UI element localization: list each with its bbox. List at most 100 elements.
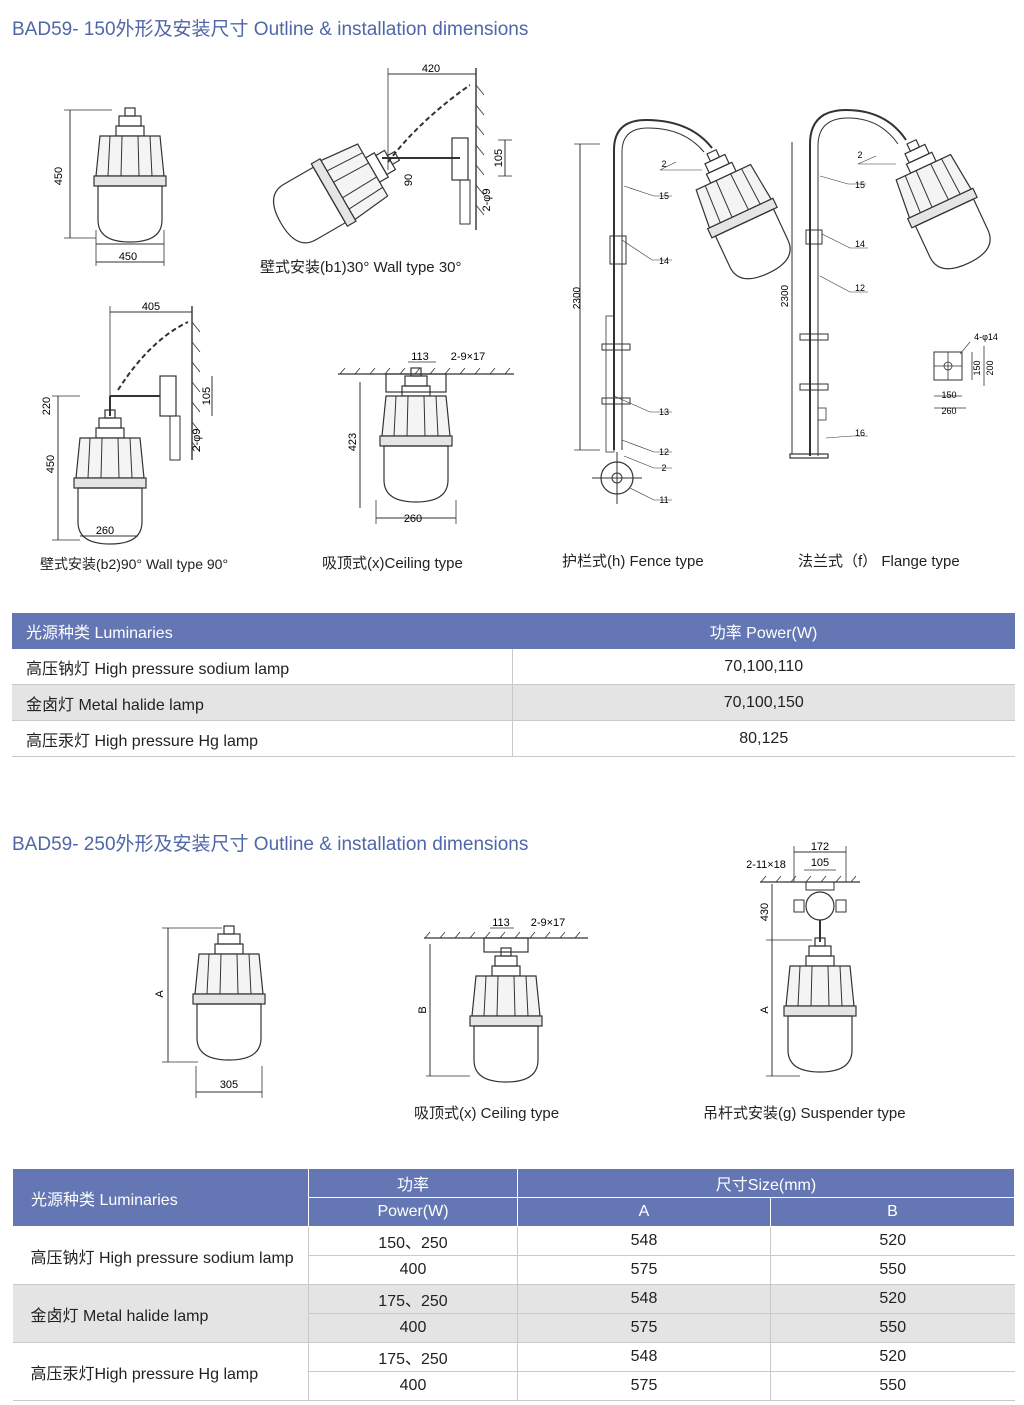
dim-w30-90: 90: [403, 174, 415, 186]
t2-power: 175、250: [308, 1342, 518, 1372]
dim-w90-top: 405: [142, 301, 160, 313]
dim-pend250-305: 305: [220, 1079, 238, 1091]
caption-flange: 法兰式（f） Flange type: [798, 553, 960, 570]
t1-header-lamp: 光源种类 Luminaries: [12, 613, 512, 649]
t2-b: 550: [770, 1371, 1015, 1401]
t2-power: 400: [308, 1255, 518, 1285]
t2-lamp: 高压钠灯 High pressure sodium lamp: [12, 1226, 309, 1285]
fl-part-14: 14: [855, 239, 865, 249]
table-row: 高压钠灯 High pressure sodium lamp 150、250 5…: [12, 1226, 1015, 1285]
t2-header-power-en: Power(W): [308, 1197, 518, 1227]
caption-wall30: 壁式安装(b1)30° Wall type 30°: [260, 259, 462, 276]
dim-ceil250-b: B: [417, 1006, 429, 1013]
dim-fence-2300: 2300: [572, 286, 583, 309]
dim-ceil250-113: 113: [492, 917, 510, 929]
caption-fence: 护栏式(h) Fence type: [562, 553, 704, 570]
fl-260h: 260: [941, 406, 956, 416]
section2-title: BAD59- 250外形及安装尺寸 Outline & installation…: [12, 834, 529, 855]
t2-a: 575: [517, 1255, 771, 1285]
section1-title: BAD59- 150外形及安装尺寸 Outline & installation…: [12, 19, 529, 40]
fl-150v: 150: [972, 360, 982, 375]
t2-header-lamp: 光源种类 Luminaries: [12, 1168, 309, 1227]
dim-w30-105: 105: [493, 149, 505, 167]
t2-b: 550: [770, 1255, 1015, 1285]
t2-a: 575: [517, 1371, 771, 1401]
dim-ceil250-hole: 2-9×17: [531, 917, 566, 929]
dim-sus-430: 430: [759, 903, 771, 921]
t2-a: 548: [517, 1226, 771, 1256]
dim-w90-105: 105: [201, 387, 213, 405]
table-row: 高压汞灯 High pressure Hg lamp 80,125: [12, 720, 1015, 757]
caption-ceiling-250: 吸顶式(x) Ceiling type: [414, 1105, 560, 1122]
section2-drawings: A 305 113 2-9×17 B 172 2-11×18 105: [154, 841, 860, 1098]
fence-part-14: 14: [659, 256, 669, 266]
t2-header-a: A: [517, 1197, 771, 1227]
fl-part-16: 16: [855, 428, 865, 438]
t1-power: 70,100,110: [511, 649, 1015, 685]
t1-power: 80,125: [511, 720, 1015, 757]
suspender-drawing: 172 2-11×18 105 430 A: [746, 841, 860, 1077]
t1-power: 70,100,150: [511, 684, 1015, 721]
ceiling-250-drawing: 113 2-9×17 B: [417, 917, 588, 1083]
fence-part-13: 13: [659, 407, 669, 417]
dim-sus-172: 172: [811, 841, 829, 853]
t2-power: 150、250: [308, 1226, 518, 1256]
fence-part-2: 2: [661, 159, 666, 169]
table-row: 400 575 550: [13, 1371, 1015, 1401]
fence-part-15: 15: [659, 191, 669, 201]
table-250: 光源种类 Luminaries 功率 尺寸Size(mm) Power(W) A…: [12, 1168, 1015, 1401]
caption-wall90: 壁式安装(b2)90° Wall type 90°: [40, 556, 229, 572]
dim-w30-top: 420: [422, 63, 440, 75]
fence-part-12: 12: [659, 447, 669, 457]
t2-b: 550: [770, 1313, 1015, 1343]
t2-power: 175、250: [308, 1284, 518, 1314]
fence-part-2b: 2: [661, 463, 666, 473]
table-150: 光源种类 Luminaries 功率 Power(W) 高压钠灯 High pr…: [12, 613, 1015, 757]
t2-lamp: 高压汞灯High pressure Hg lamp: [12, 1342, 309, 1401]
t2-b: 520: [770, 1342, 1015, 1372]
table-row: 金卤灯 Metal halide lamp 175、250 548 520: [12, 1284, 1015, 1343]
dim-w90-260: 260: [96, 525, 114, 537]
table-row: 高压钠灯 High pressure sodium lamp 70,100,11…: [12, 649, 1015, 685]
section1-drawings: 450 450 420 105 90 2-φ9: [41, 63, 1002, 545]
t2-a: 548: [517, 1342, 771, 1372]
dim-pend-h: 450: [53, 167, 65, 185]
dim-w90-hole: 2-φ9: [191, 428, 203, 451]
dim-ceil-260: 260: [404, 513, 422, 525]
t2-a: 548: [517, 1284, 771, 1314]
table-row: 400 575 550: [13, 1313, 1015, 1343]
dim-w90-450: 450: [45, 455, 57, 473]
dim-pend-w: 450: [119, 251, 137, 263]
t2-header-b: B: [770, 1197, 1015, 1227]
t2-header-power-cn: 功率: [308, 1168, 518, 1198]
fence-drawing: 2300 2 15 14 13 12 2 11: [572, 118, 802, 505]
ceiling-150-drawing: 113 2-9×17 423 260: [338, 351, 514, 525]
fl-hole: 4-φ14: [974, 332, 998, 342]
dim-pend250-a: A: [154, 990, 166, 998]
t2-power: 400: [308, 1371, 518, 1401]
t1-lamp: 高压钠灯 High pressure sodium lamp: [12, 649, 512, 685]
t1-header-power: 功率 Power(W): [512, 613, 1015, 649]
t1-lamp: 金卤灯 Metal halide lamp: [12, 684, 512, 721]
dim-ceil-423: 423: [347, 433, 359, 451]
fl-part-12: 12: [855, 283, 865, 293]
dim-sus-a: A: [759, 1006, 771, 1014]
wall30-drawing: 420 105 90 2-φ9: [262, 63, 512, 255]
t2-header-size: 尺寸Size(mm): [517, 1168, 1015, 1198]
dim-w30-hole: 2-φ9: [481, 188, 493, 211]
table-250-header-row2: Power(W) A B: [13, 1197, 1015, 1227]
wall90-drawing: 405 220 105 2-φ9 450 260: [41, 301, 213, 545]
t2-b: 520: [770, 1284, 1015, 1314]
table-row: 400 575 550: [13, 1255, 1015, 1285]
t2-b: 520: [770, 1226, 1015, 1256]
table-row: 高压汞灯High pressure Hg lamp 175、250 548 52…: [12, 1342, 1015, 1401]
t2-a: 575: [517, 1313, 771, 1343]
table-150-header: 光源种类 Luminaries 功率 Power(W): [12, 613, 1015, 649]
fl-part-2: 2: [857, 150, 862, 160]
dim-ceil-hole: 2-9×17: [451, 351, 486, 363]
pendant-150-drawing: 450 450: [53, 107, 167, 266]
fl-150h: 150: [941, 390, 956, 400]
t2-power: 400: [308, 1313, 518, 1343]
caption-ceiling-150: 吸顶式(x)Ceiling type: [322, 555, 463, 572]
fl-part-15: 15: [855, 180, 865, 190]
